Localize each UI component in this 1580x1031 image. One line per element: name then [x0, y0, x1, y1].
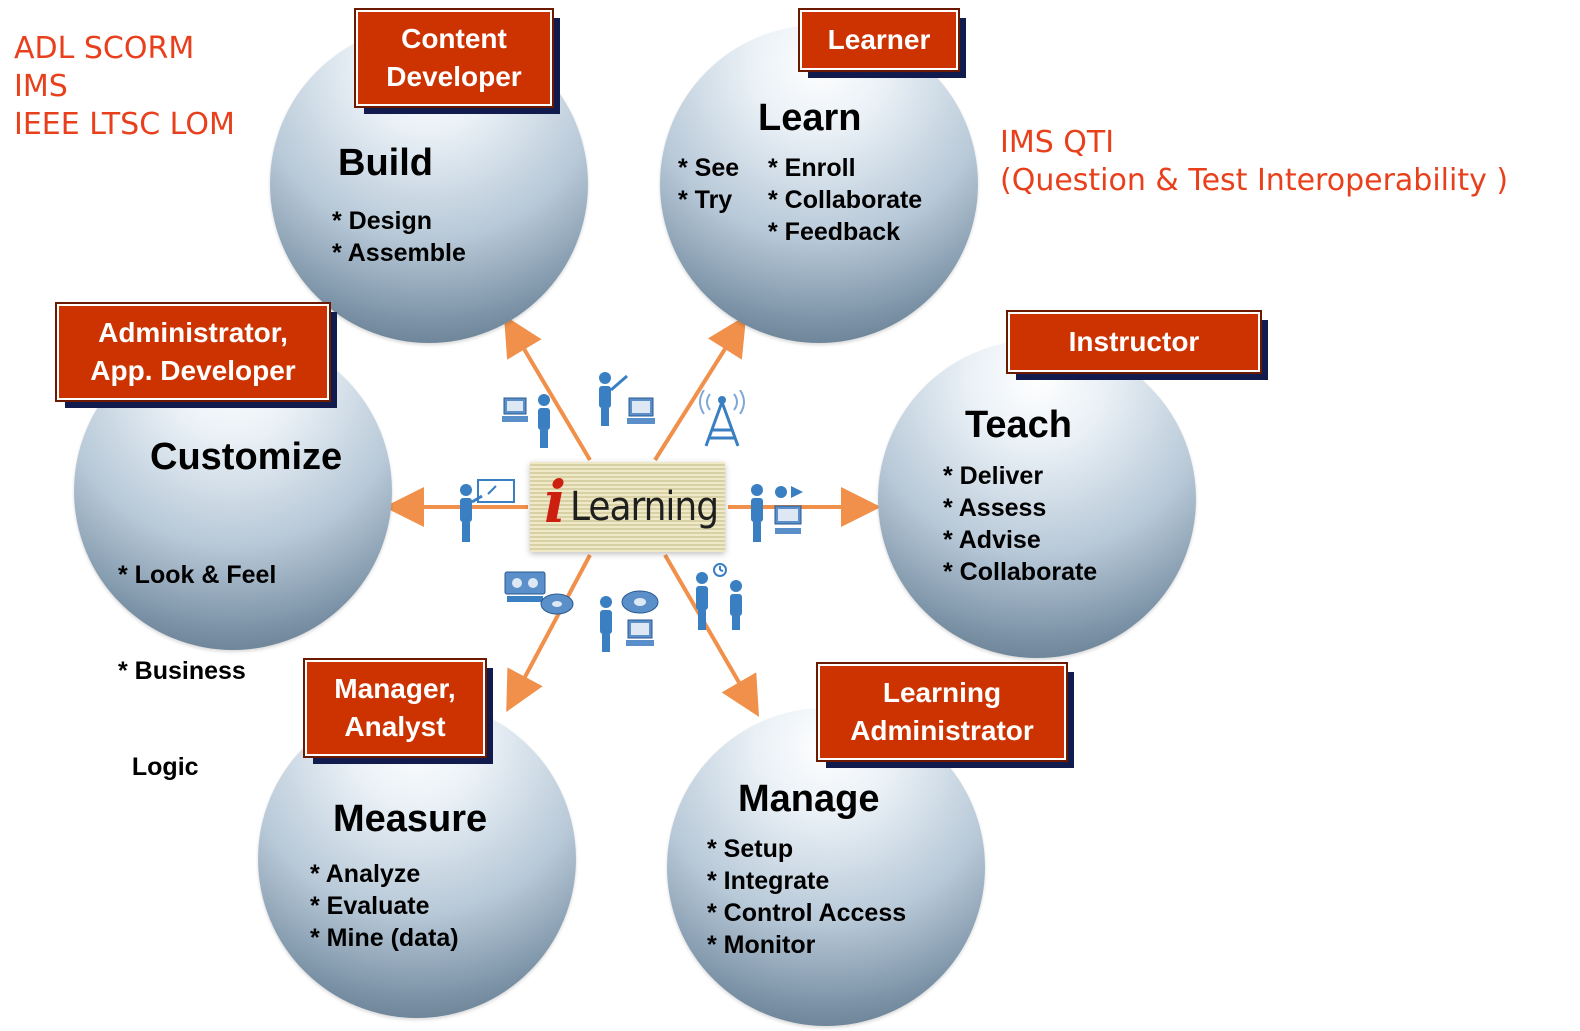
role-administrator-app-developer: Administrator, App. Developer: [55, 302, 331, 402]
teach-title: Teach: [965, 404, 1073, 446]
build-title: Build: [338, 142, 433, 184]
manage-item: * Integrate: [707, 867, 830, 895]
learn-items-left: * See * Try: [678, 152, 739, 216]
manage-items: * Setup * Integrate * Control Access * M…: [707, 833, 906, 961]
build-item: * Assemble: [332, 239, 466, 267]
learn-item: * Try: [678, 186, 733, 214]
learn-items-right: * Enroll * Collaborate * Feedback: [768, 152, 922, 248]
manage-title: Manage: [738, 778, 880, 820]
manage-item: * Control Access: [707, 899, 907, 927]
learn-circle: [660, 25, 978, 343]
arrow-manage: [663, 553, 760, 717]
learn-title: Learn: [758, 97, 862, 139]
customize-item: Logic: [118, 753, 199, 781]
build-item: * Design: [332, 207, 433, 235]
antenna-tower-icon: [699, 390, 745, 447]
ilearning-logo: i Learning: [530, 462, 725, 552]
arrow-build: [503, 315, 592, 462]
standard-ims: IMS: [14, 69, 68, 104]
measure-item: * Mine (data): [310, 924, 459, 952]
manage-item: * Monitor: [707, 931, 816, 959]
measure-item: * Evaluate: [310, 892, 430, 920]
learn-item: * See: [678, 154, 740, 182]
learn-item: * Collaborate: [768, 186, 923, 214]
teach-item: * Advise: [943, 526, 1041, 554]
teach-item: * Collaborate: [943, 558, 1098, 586]
measure-item: * Analyze: [310, 860, 421, 888]
people-clock-icon: [696, 563, 742, 630]
teach-item: * Assess: [943, 494, 1047, 522]
measure-title: Measure: [333, 798, 488, 840]
person-media-icon: [751, 484, 803, 542]
role-learner: Learner: [798, 8, 960, 72]
standard-qti: IMS QTI: [1000, 125, 1115, 160]
standard-qti-desc: (Question & Test Interoperability ): [1000, 163, 1509, 198]
role-manager-analyst: Manager, Analyst: [303, 658, 487, 758]
manage-item: * Setup: [707, 835, 794, 863]
cassette-disc-icon: [504, 571, 574, 615]
build-items: * Design * Assemble: [332, 205, 466, 269]
teach-circle: [878, 340, 1196, 658]
arrow-learn: [653, 315, 747, 462]
measure-items: * Analyze * Evaluate * Mine (data): [310, 858, 459, 954]
presenter-board-icon: [460, 479, 515, 542]
learn-item: * Feedback: [768, 218, 901, 246]
person-disc-icon: [600, 590, 659, 652]
logo-i: i: [544, 468, 567, 536]
role-content-developer: Content Developer: [354, 8, 554, 108]
customize-title: Customize: [150, 436, 343, 478]
person-computer-icon: [502, 394, 550, 448]
teacher-computer-icon: [599, 372, 655, 426]
manage-circle: [667, 708, 985, 1026]
customize-item: * Look & Feel: [118, 561, 277, 589]
learn-item: * Enroll: [768, 154, 856, 182]
standards-left: ADL SCORM IMS IEEE LTSC LOM: [14, 30, 235, 144]
teach-items: * Deliver * Assess * Advise * Collaborat…: [943, 460, 1097, 588]
arrow-measure: [506, 554, 592, 713]
customize-items: * Look & Feel * Business Logic: [118, 495, 276, 815]
standard-scorm: ADL SCORM: [14, 31, 195, 66]
role-learning-administrator: Learning Administrator: [816, 662, 1068, 762]
role-instructor: Instructor: [1006, 310, 1262, 374]
standard-lom: IEEE LTSC LOM: [14, 107, 235, 142]
teach-item: * Deliver: [943, 462, 1044, 490]
standards-right: IMS QTI (Question & Test Interoperabilit…: [1000, 124, 1508, 200]
logo-text: Learning: [570, 484, 719, 530]
customize-item: * Business: [118, 657, 246, 685]
